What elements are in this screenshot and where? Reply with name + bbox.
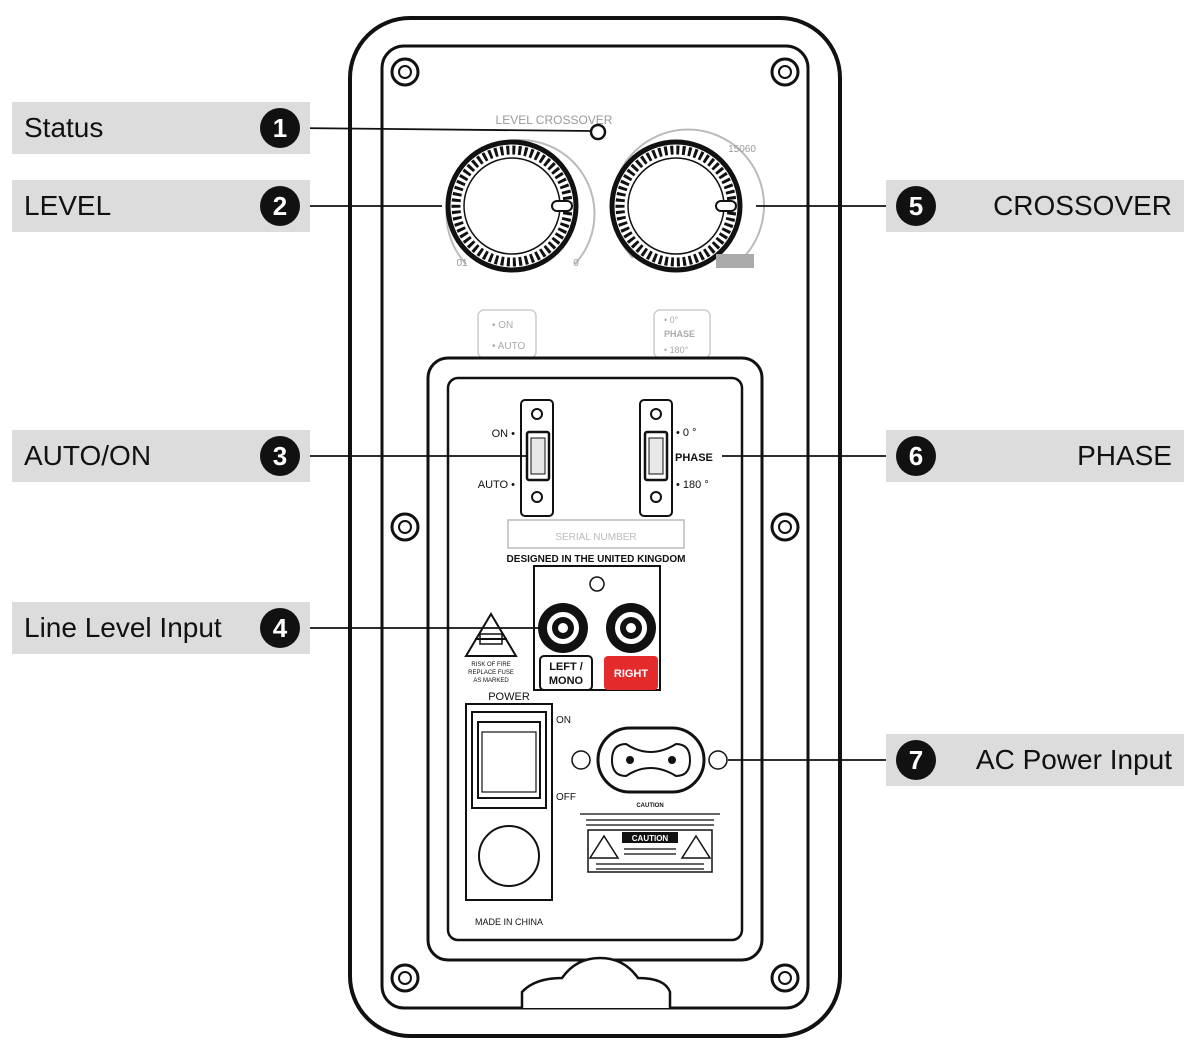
outer-enclosure [348, 16, 842, 1038]
left-mono-rca-jack[interactable] [538, 603, 588, 653]
screw-icon [531, 408, 543, 420]
phase-zero-label: • 0 ° [676, 427, 696, 439]
auto-on-switch-rocker [530, 437, 546, 475]
switch-on-label: ON • [492, 428, 516, 440]
crossover-knob-indicator [715, 200, 737, 212]
callout-auto-on-label: AUTO/ON [24, 440, 152, 471]
crossover-scale-marker [716, 254, 754, 268]
ac-mount-hole-left [571, 750, 591, 770]
crossover-max-label: 15060 [728, 144, 756, 155]
serial-number-label: SERIAL NUMBER [555, 532, 636, 543]
screw-icon [531, 491, 543, 503]
fuse-warning-icon [464, 612, 518, 657]
switch-auto-label: AUTO • [478, 479, 515, 491]
callout-level-label: LEVEL [24, 190, 112, 221]
ac-pin-right [668, 756, 676, 764]
ac-pin-left [626, 756, 634, 764]
fuse-warning-line1: RISK OF FIRE [471, 662, 510, 668]
callout-phase: PHASE [886, 430, 1184, 482]
phase-card-180: • 180° [664, 345, 689, 355]
screw-icon [770, 963, 800, 993]
line-input-indicator [589, 576, 605, 592]
level-max-label: 0 [573, 258, 579, 269]
callout-badge-5: 5 [896, 186, 936, 226]
callout-line-level-input-label: Line Level Input [24, 612, 222, 643]
phase-card-title: PHASE [664, 329, 695, 339]
callout-badge-4: 4 [260, 608, 300, 648]
ac-socket-inner [610, 742, 692, 778]
callout-status-label: Status [24, 112, 104, 143]
screw-icon [390, 512, 420, 542]
callout-badge-2: 2 [260, 186, 300, 226]
right-rca-jack[interactable] [606, 603, 656, 653]
left-mono-label-line2: MONO [549, 675, 584, 687]
level-crossover-label: LEVEL CROSSOVER [496, 113, 613, 127]
screw-icon [390, 57, 420, 87]
status-led [589, 123, 607, 141]
designed-in-uk-label: DESIGNED IN THE UNITED KINGDOM [507, 554, 686, 565]
phase-card-zero: • 0° [664, 315, 679, 325]
screw-icon [770, 57, 800, 87]
caution-warning-icon [680, 834, 712, 859]
power-off-label: OFF [556, 792, 576, 803]
left-mono-tag [539, 655, 593, 691]
fuse-holder[interactable] [478, 825, 540, 887]
screw-icon [770, 512, 800, 542]
left-mono-label-line1: LEFT / [549, 661, 583, 673]
caution-small-title: CAUTION [636, 803, 663, 809]
callout-badge-3: 3 [260, 436, 300, 476]
level-knob-indicator [551, 200, 573, 212]
callout-badge-7: 7 [896, 740, 936, 780]
callout-phase-label: PHASE [1077, 440, 1172, 471]
level-knob-cap [463, 157, 561, 255]
auto-on-card-on: • ON [492, 320, 513, 331]
fuse-warning-line2: REPLACE FUSE [468, 670, 514, 676]
phase-180-label: • 180 ° [676, 479, 709, 491]
ac-mount-hole-right [708, 750, 728, 770]
phase-switch-label: PHASE [675, 452, 713, 464]
callout-badge-1: 1 [260, 108, 300, 148]
callout-ac-power-input-label: AC Power Input [975, 744, 1172, 775]
callout-status: Status [12, 102, 310, 154]
level-min-label: 01 [456, 258, 468, 269]
right-tag [604, 656, 658, 690]
right-label: RIGHT [614, 668, 649, 680]
shock-warning-icon [588, 834, 620, 859]
screw-icon [390, 963, 420, 993]
serial-number-plate [507, 519, 685, 549]
caution-box-title: CAUTION [632, 834, 669, 843]
fuse-warning-line3: AS MARKED [473, 678, 509, 684]
caution-header [622, 832, 678, 843]
crossover-knob-cap [627, 157, 725, 255]
power-label: POWER [488, 691, 530, 703]
phase-switch-rocker [648, 437, 664, 475]
leader-line-status [291, 127, 593, 132]
power-switch-rocker-face [481, 731, 537, 793]
auto-on-card-auto: • AUTO [492, 341, 526, 352]
made-in-china-label: MADE IN CHINA [475, 917, 543, 927]
callout-badge-6: 6 [896, 436, 936, 476]
screw-icon [650, 408, 662, 420]
bottom-handle-cutout [520, 956, 672, 1008]
screw-icon [650, 491, 662, 503]
power-on-label: ON [556, 715, 571, 726]
callout-crossover-label: CROSSOVER [993, 190, 1172, 221]
